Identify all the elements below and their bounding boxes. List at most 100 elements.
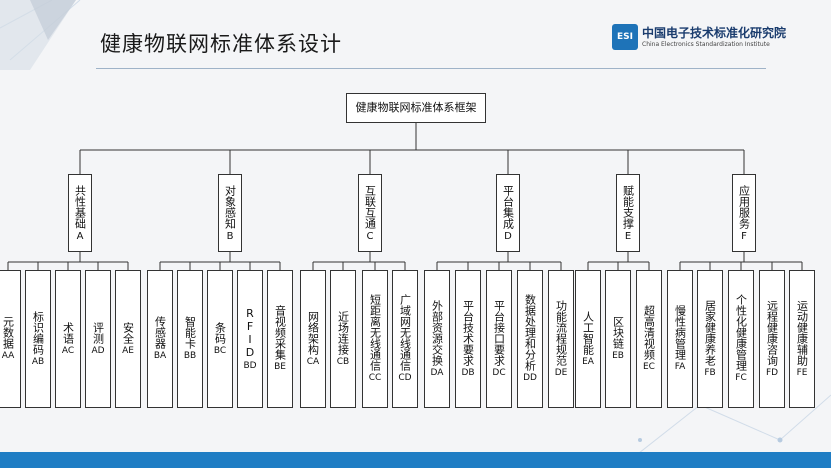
leaf-code: FB bbox=[704, 367, 716, 378]
institute-logo: ESI 中国电子技术标准化研究院 China Electronics Stand… bbox=[612, 24, 812, 54]
leaf-label: 评测 bbox=[91, 321, 105, 344]
leaf-code: AE bbox=[122, 345, 134, 356]
leaf-label: 智能卡 bbox=[183, 316, 197, 349]
leaf-code: FD bbox=[765, 367, 779, 378]
leaf-code: EC bbox=[643, 362, 655, 372]
leaf-code: AB bbox=[31, 356, 45, 367]
esi-logo-icon: ESI bbox=[612, 24, 638, 50]
leaf-code: FC bbox=[735, 373, 747, 383]
leaf-label: 安全 bbox=[121, 321, 135, 344]
logo-name-cn: 中国电子技术标准化研究院 bbox=[642, 26, 787, 40]
leaf-code: AD bbox=[91, 345, 105, 356]
leaf-code: FE bbox=[796, 367, 808, 378]
leaf-fc: 个性化健康管理 FC bbox=[728, 270, 754, 408]
leaf-code: BC bbox=[213, 345, 227, 356]
leaf-label: 条码 bbox=[213, 321, 227, 344]
leaf-code: DD bbox=[523, 373, 537, 383]
leaf-code: CA bbox=[306, 356, 320, 367]
leaf-label: 外部资源交换 bbox=[430, 299, 444, 366]
leaf-label: 元数据 bbox=[1, 316, 15, 349]
leaf-code: BE bbox=[274, 362, 286, 372]
leaf-label: 平台接口要求 bbox=[492, 299, 506, 366]
leaf-eb: 区块链 EB bbox=[605, 270, 631, 408]
leaf-code: CD bbox=[398, 373, 412, 383]
leaf-code: DC bbox=[492, 367, 506, 378]
leaf-code: EA bbox=[582, 356, 594, 367]
leaf-label: 近场连接 bbox=[336, 310, 350, 355]
root-node: 健康物联网标准体系框架 bbox=[346, 93, 486, 123]
leaf-label: 人工智能 bbox=[581, 310, 595, 355]
leaf-bb: 智能卡 BB bbox=[177, 270, 203, 408]
leaf-label: 平台技术要求 bbox=[461, 299, 475, 366]
leaf-code: BA bbox=[153, 351, 167, 361]
category-code: B bbox=[226, 230, 234, 242]
leaf-label: RFID bbox=[243, 306, 257, 359]
leaf-label: 传感器 bbox=[153, 316, 167, 349]
leaf-code: DB bbox=[461, 367, 475, 378]
leaf-code: FA bbox=[674, 362, 686, 372]
category-label: 对象感知 bbox=[223, 184, 237, 229]
category-label: 共性基础 bbox=[73, 184, 87, 229]
leaf-label: 区块链 bbox=[611, 316, 625, 349]
category-label: 赋能支撑 bbox=[621, 184, 635, 229]
leaf-label: 居家健康养老 bbox=[703, 299, 717, 366]
leaf-label: 广域网无线通信 bbox=[398, 294, 412, 371]
leaf-code: CC bbox=[368, 373, 382, 383]
category-label: 平台集成 bbox=[501, 184, 515, 229]
leaf-ba: 传感器 BA bbox=[147, 270, 173, 408]
category-code: E bbox=[624, 230, 632, 242]
category-code: D bbox=[504, 230, 512, 242]
leaf-aa: 元数据 AA bbox=[0, 270, 21, 408]
leaf-code: CB bbox=[336, 356, 350, 367]
leaf-cd: 广域网无线通信 CD bbox=[392, 270, 418, 408]
category-label: 互联互通 bbox=[363, 184, 377, 229]
leaf-code: AA bbox=[1, 351, 15, 361]
title-divider bbox=[96, 68, 766, 69]
leaf-label: 个性化健康管理 bbox=[734, 294, 748, 371]
leaf-code: BB bbox=[183, 351, 197, 361]
leaf-code: AC bbox=[61, 345, 75, 356]
category-label: 应用服务 bbox=[737, 184, 751, 229]
bottom-accent-bar bbox=[0, 452, 831, 468]
category-code: A bbox=[76, 230, 84, 242]
leaf-dd: 数据处理和分析 DD bbox=[517, 270, 543, 408]
leaf-label: 网络架构 bbox=[306, 310, 320, 355]
leaf-label: 超高清视频 bbox=[642, 305, 656, 360]
leaf-label: 数据处理和分析 bbox=[523, 294, 537, 371]
logo-name-en: China Electronics Standardization Instit… bbox=[642, 41, 770, 48]
leaf-be: 音视频采集 BE bbox=[267, 270, 293, 408]
leaf-code: DA bbox=[430, 367, 444, 378]
category-code: F bbox=[741, 230, 747, 242]
slide-title: 健康物联网标准体系设计 bbox=[100, 32, 342, 56]
category-code: C bbox=[366, 230, 374, 242]
leaf-label: 音视频采集 bbox=[273, 305, 287, 360]
leaf-code: EB bbox=[612, 351, 624, 361]
leaf-label: 运动健康辅助 bbox=[795, 299, 809, 366]
leaf-ec: 超高清视频 EC bbox=[636, 270, 662, 408]
leaf-label: 远程健康咨询 bbox=[765, 299, 779, 366]
